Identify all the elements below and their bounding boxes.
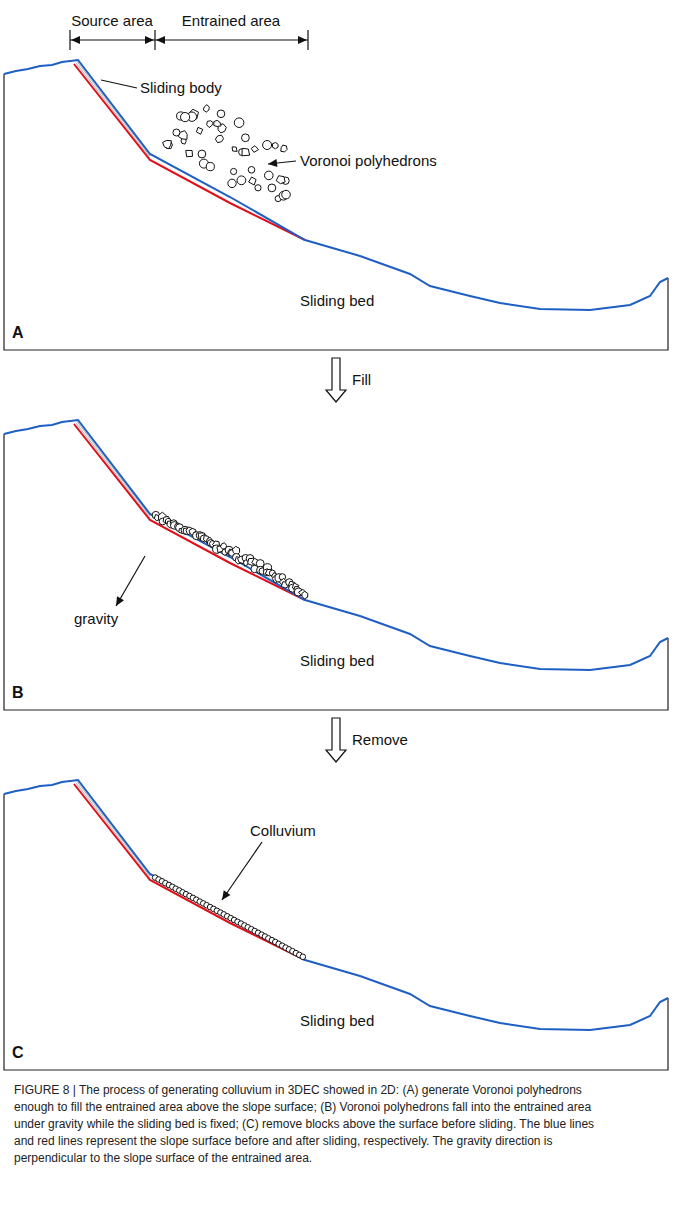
voronoi-block <box>248 167 255 174</box>
voronoi-block <box>215 135 223 143</box>
slope-surface-before <box>4 60 668 310</box>
voronoi-block <box>302 591 308 599</box>
voronoi-block <box>276 176 285 184</box>
sliding-body-layer <box>77 782 150 877</box>
gravity-arrow <box>116 556 145 606</box>
voronoi-block <box>198 150 206 158</box>
area-label: Source area <box>71 12 153 30</box>
voronoi-block <box>196 127 202 134</box>
voronoi-block <box>234 118 244 128</box>
voronoi-block <box>242 134 250 142</box>
voronoi-block <box>265 171 274 180</box>
slope-surface-after <box>74 424 305 600</box>
voronoi-block <box>207 121 214 128</box>
sliding-body-layer <box>76 63 150 158</box>
voronoi-block <box>281 145 287 152</box>
callout-label: Sliding body <box>140 79 222 97</box>
slope-surface-before <box>4 420 668 670</box>
voronoi-block <box>282 190 291 199</box>
dimension-head <box>71 36 80 44</box>
voronoi-block <box>203 105 209 113</box>
region-label: Sliding bed <box>300 292 374 310</box>
slope-surface-after <box>74 784 305 960</box>
slope-surface-before <box>4 780 668 1030</box>
region-label: Sliding bed <box>300 652 374 670</box>
panel-letter: C <box>12 1044 24 1062</box>
voronoi-block <box>268 184 276 192</box>
dimension-head <box>145 36 154 44</box>
voronoi-block <box>237 176 246 185</box>
voronoi-block <box>255 185 261 191</box>
voronoi-block <box>232 147 237 152</box>
voronoi-block <box>214 120 221 126</box>
dimension-head <box>298 36 307 44</box>
figure-caption: FIGURE 8 | The process of generating col… <box>14 1082 614 1167</box>
dimension-line <box>70 39 308 40</box>
sliding-body-leader <box>101 80 137 88</box>
voronoi-block <box>173 129 180 136</box>
sliding-body-layer <box>76 783 150 878</box>
slope-surface-after <box>74 64 305 240</box>
panel-letter: A <box>12 324 24 342</box>
colluvium-leader <box>222 842 262 900</box>
voronoi-block <box>251 146 258 153</box>
step-arrow <box>326 358 346 402</box>
dimension-head <box>156 36 165 44</box>
step-label: Fill <box>352 371 371 389</box>
step-label: Remove <box>352 731 408 749</box>
voronoi-block <box>228 179 236 187</box>
voronoi-block <box>249 177 257 185</box>
region-label: Sliding bed <box>300 1012 374 1030</box>
voronoi-block <box>242 148 250 155</box>
colluvium-leader-head <box>222 890 230 900</box>
panel-letter: B <box>12 684 24 702</box>
sliding-body-layer <box>77 62 150 157</box>
voronoi-block <box>217 110 225 118</box>
sliding-body-layer <box>77 422 150 517</box>
step-arrow <box>326 718 346 762</box>
voronoi-leader-head <box>268 159 277 167</box>
voronoi-block <box>206 163 214 171</box>
voronoi-block <box>263 141 272 150</box>
area-label: Entrained area <box>182 12 280 30</box>
voronoi-block <box>186 150 193 156</box>
colluvium-block <box>300 954 306 960</box>
callout-label: Voronoi polyhedrons <box>300 152 437 170</box>
callout-label: Colluvium <box>250 822 316 840</box>
callout-label: gravity <box>74 610 118 628</box>
gravity-arrow-head <box>116 596 124 606</box>
voronoi-block <box>231 168 237 174</box>
sliding-body-layer <box>76 423 150 518</box>
voronoi-block <box>181 113 190 122</box>
voronoi-block <box>163 140 172 148</box>
voronoi-block <box>273 143 279 149</box>
